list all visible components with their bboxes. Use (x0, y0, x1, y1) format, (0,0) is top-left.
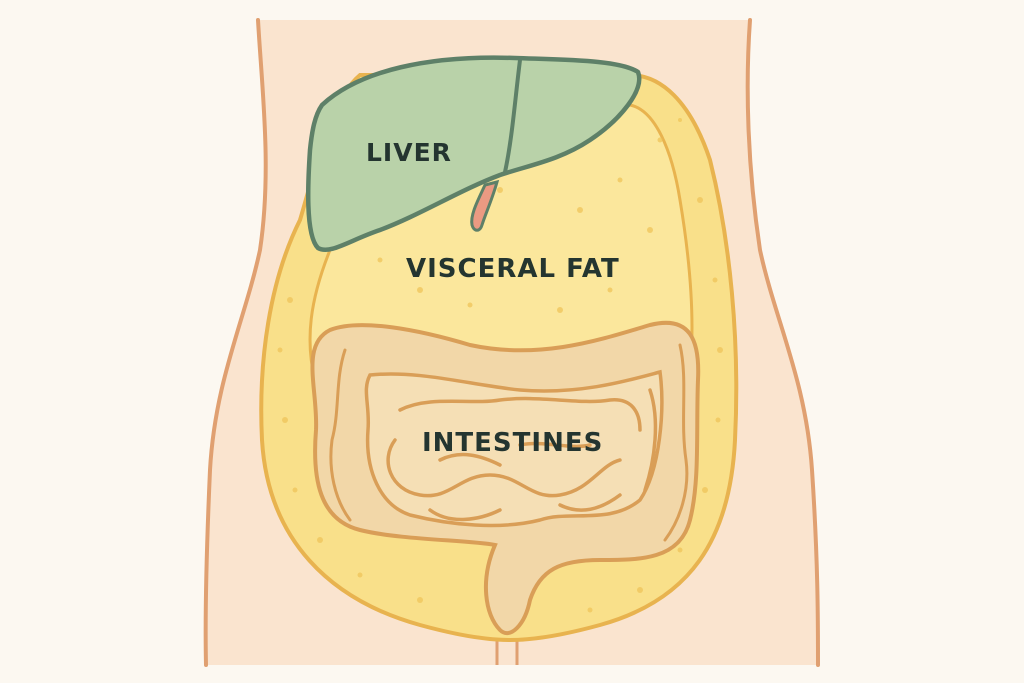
label-intestines: INTESTINES (422, 428, 604, 458)
liver-lobe-divider (503, 59, 522, 173)
label-visceral-fat: VISCERAL FAT (406, 254, 620, 284)
torso-right-outline (745, 18, 820, 667)
small-intestine (364, 369, 664, 528)
gallbladder (470, 179, 500, 232)
torso-left-outline (203, 18, 268, 667)
small-intestine-coils (386, 388, 658, 522)
large-intestine-haustra (329, 343, 689, 542)
label-liver: LIVER (366, 138, 452, 167)
liver-shape (305, 55, 642, 252)
